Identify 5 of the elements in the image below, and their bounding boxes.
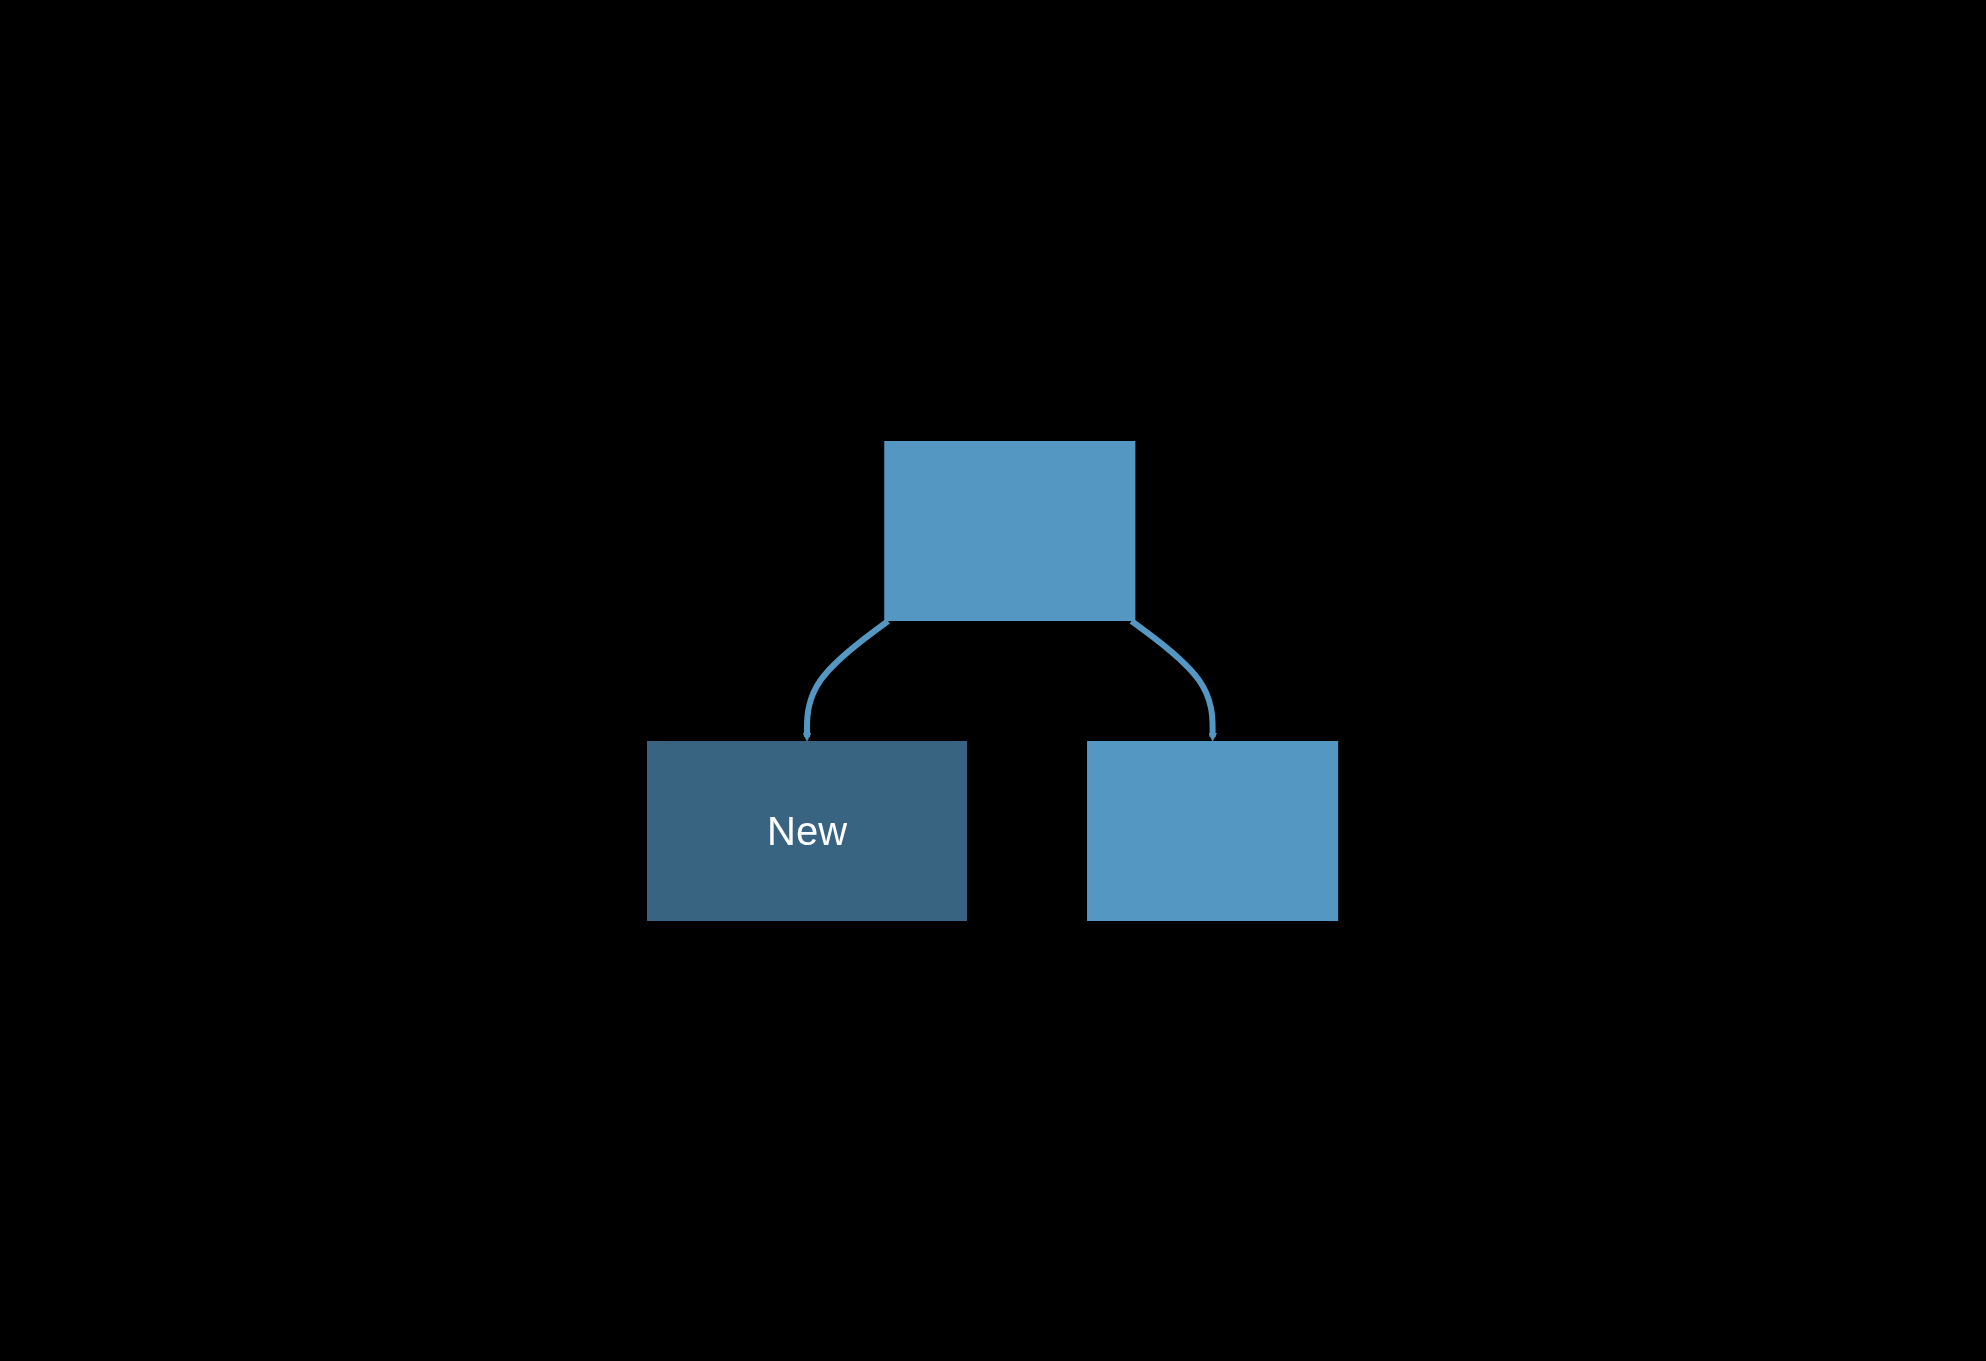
arrow	[803, 618, 891, 741]
node-box	[1087, 740, 1339, 921]
node-box: New	[647, 740, 968, 921]
arrow	[1130, 618, 1218, 741]
node-box	[884, 440, 1136, 621]
